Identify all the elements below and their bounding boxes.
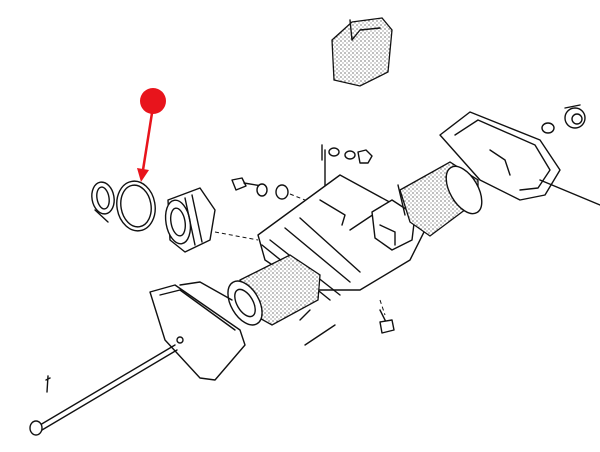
end-cover-left	[149, 281, 246, 381]
callout-line	[141, 112, 154, 171]
bolt-bottom	[299, 299, 395, 346]
callout-marker	[137, 88, 166, 182]
air-filter-right	[397, 161, 483, 237]
o-ring-seal[interactable]	[113, 178, 159, 234]
hose-adapter	[164, 187, 259, 253]
grommet-right	[541, 104, 586, 134]
callout-dot-icon	[140, 88, 166, 114]
air-filter-left	[227, 254, 321, 326]
hose-clamp	[91, 181, 115, 223]
arrow-head-icon	[137, 168, 149, 182]
washer-nut-set	[321, 144, 373, 201]
tie-rod	[29, 344, 178, 436]
filter-element-top	[331, 17, 393, 87]
end-cover-right	[439, 111, 600, 206]
